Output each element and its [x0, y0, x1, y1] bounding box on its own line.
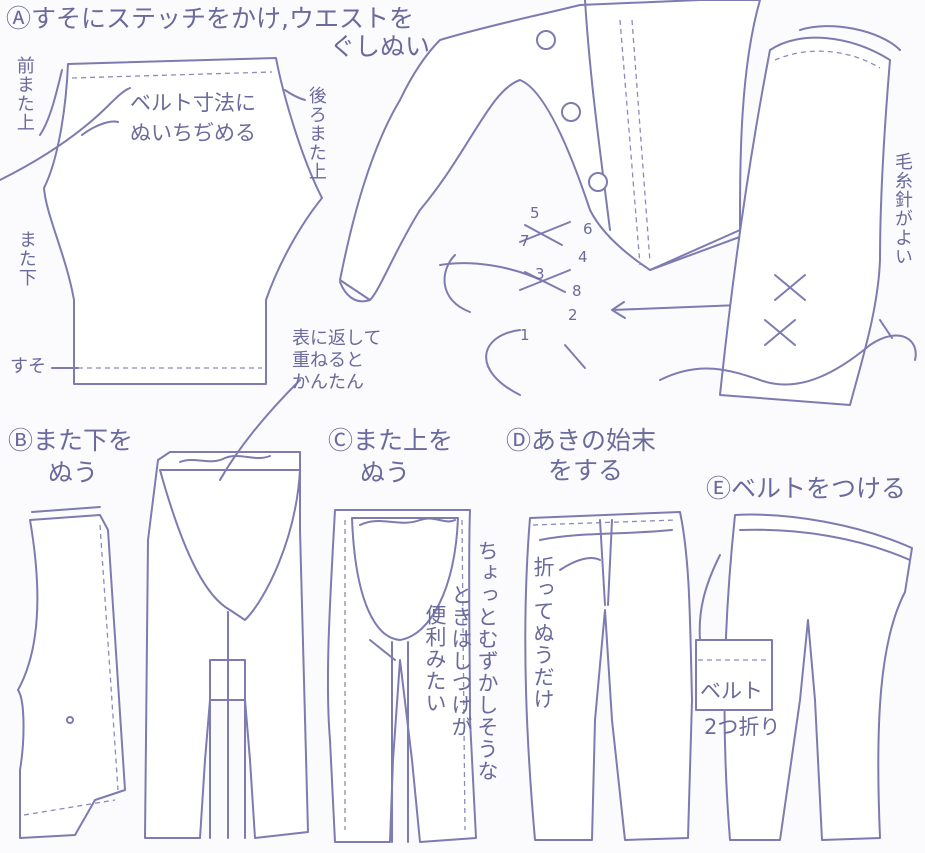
pants-e: [695, 513, 913, 841]
front-crotch-label: 前また上: [13, 56, 35, 132]
difficult-note: ちょっとむずかしそうな: [475, 540, 500, 782]
inseam-label: また下: [15, 230, 37, 287]
stitch-number-4: 4: [578, 248, 588, 266]
back-crotch-label: 後ろまた上: [305, 86, 327, 181]
step-c-title-cont: ぬう: [360, 458, 411, 487]
stitch-number-8: 8: [572, 282, 582, 300]
step-d-title-cont: をする: [548, 456, 624, 485]
step-e-title: Ⓔベルトをつける: [706, 474, 907, 503]
leader-line: [219, 379, 301, 481]
pant-spread-b: [144, 451, 309, 839]
step-a-title: Ⓐすそにステッチをかけ,ウエストを: [6, 4, 414, 33]
step-c-title: Ⓒまた上を: [328, 426, 454, 455]
step-b-title-cont: ぬう: [48, 458, 99, 487]
stitch-number-7: 7: [520, 232, 530, 250]
stitch-number-2: 2: [568, 306, 578, 324]
turn-over-label-3: かんたん: [292, 372, 364, 393]
step-d-title: Ⓓあきの始末: [506, 426, 657, 455]
jacket-illustration: [339, 0, 761, 396]
pant-piece-flat: [0, 57, 323, 385]
pant-leg-b: [17, 506, 126, 839]
pant-spread-c: [326, 509, 477, 843]
pants-d: [524, 511, 693, 841]
hem-label: すそ: [10, 356, 46, 377]
step-a-title-cont: ぐしぬい: [330, 32, 431, 61]
belt-label: ベルト: [700, 679, 763, 703]
stitch-number-5: 5: [530, 204, 540, 222]
turn-over-label-1: 表に返して: [292, 328, 382, 349]
stitch-number-3: 3: [535, 265, 545, 283]
fold-in-two-label: 2つ折り: [704, 715, 781, 739]
belt-size-label-2: ぬいちぢめる: [130, 121, 256, 145]
belt-size-label-1: ベルト寸法に: [130, 91, 256, 115]
step-b-title: Ⓑまた下を: [8, 426, 134, 455]
convenient-note: 便利みたい: [423, 604, 448, 714]
basting-note: ときはしつけが: [449, 584, 474, 738]
stitch-number-6: 6: [583, 220, 593, 238]
sleeve-illustration: [659, 25, 917, 406]
stitch-number-1: 1: [520, 326, 530, 344]
yarn-needle-label: 毛糸針がよい: [891, 152, 913, 266]
fold-and-sew-note: 折ってぬうだけ: [531, 556, 556, 710]
turn-over-label-2: 重ねると: [292, 350, 364, 371]
